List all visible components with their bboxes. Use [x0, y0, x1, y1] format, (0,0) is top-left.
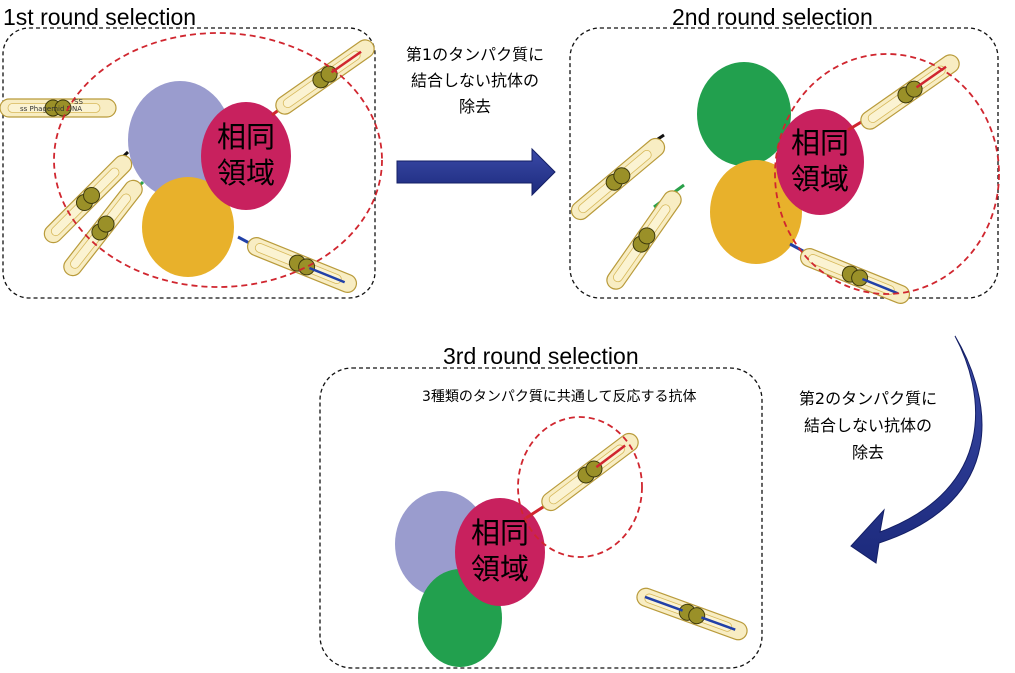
phage-antibody-black — [40, 150, 136, 247]
phage-antibody-black — [567, 133, 669, 224]
ss-mark: SS — [74, 98, 83, 106]
homologous-region — [201, 102, 291, 210]
phage-antibody-red — [847, 50, 964, 134]
panel-round3-caption: 3種類のタンパク質に共通して反応する抗体 — [422, 389, 697, 405]
step1: 第1のタンパク質に 結合しない抗体の 除去 — [396, 45, 556, 197]
phage-free: ss Phagemid DNA SS — [0, 98, 117, 118]
homologous-region-label-line1: 相同 — [217, 120, 275, 154]
step2-text-line2: 結合しない抗体の — [804, 416, 932, 435]
homologous-region-label-line1: 相同 — [471, 516, 529, 550]
panel-round1: 1st round selection 相同 領域 ss Phagemid DN… — [0, 4, 383, 299]
phage-antibody-green — [59, 176, 147, 280]
selection-circle — [517, 416, 643, 558]
phage-antibody-green — [602, 183, 686, 294]
step2-text-line1: 第2のタンパク質に — [799, 389, 937, 408]
phage-antibody-blue — [633, 585, 751, 643]
selection-circle — [53, 32, 383, 288]
step1-text-line2: 結合しない抗体の — [411, 71, 539, 90]
panel-round2-frame — [569, 27, 999, 299]
homologous-region — [776, 109, 864, 215]
homologous-region-label-line2: 領域 — [471, 552, 529, 586]
step1-text-line3: 除去 — [459, 97, 491, 116]
phage-label: ss Phagemid DNA — [20, 105, 82, 113]
protein-green — [697, 62, 791, 166]
panel-round2: 2nd round selection 相同 領域 — [567, 4, 1000, 307]
homologous-region-label-line2: 領域 — [217, 156, 275, 190]
protein-gold — [142, 177, 234, 277]
panel-round1-title: 1st round selection — [3, 4, 196, 30]
selection-circle — [774, 53, 1000, 295]
phage-antibody-red — [271, 35, 379, 119]
step2: 第2のタンパク質に 結合しない抗体の 除去 — [799, 335, 983, 564]
phage-antibody-red — [525, 429, 643, 520]
panel-round1-frame — [2, 27, 376, 299]
homologous-region — [455, 498, 545, 606]
homologous-region-label-line1: 相同 — [791, 126, 849, 160]
panel-round3: 3rd round selection 3種類のタンパク質に共通して反応する抗体… — [319, 343, 763, 669]
phage-antibody-blue — [237, 234, 360, 296]
phage-antibody-blue — [789, 242, 913, 307]
step1-text-line1: 第1のタンパク質に — [406, 45, 544, 64]
panel-round2-title: 2nd round selection — [672, 4, 873, 30]
panel-round3-frame — [319, 367, 763, 669]
step2-text-line3: 除去 — [852, 443, 884, 462]
homologous-region-label-line2: 領域 — [791, 162, 849, 196]
protein-gold — [710, 160, 802, 264]
panel-round3-title: 3rd round selection — [443, 343, 639, 369]
curved-arrow-icon — [850, 335, 983, 564]
arrow-right-icon — [396, 147, 556, 197]
